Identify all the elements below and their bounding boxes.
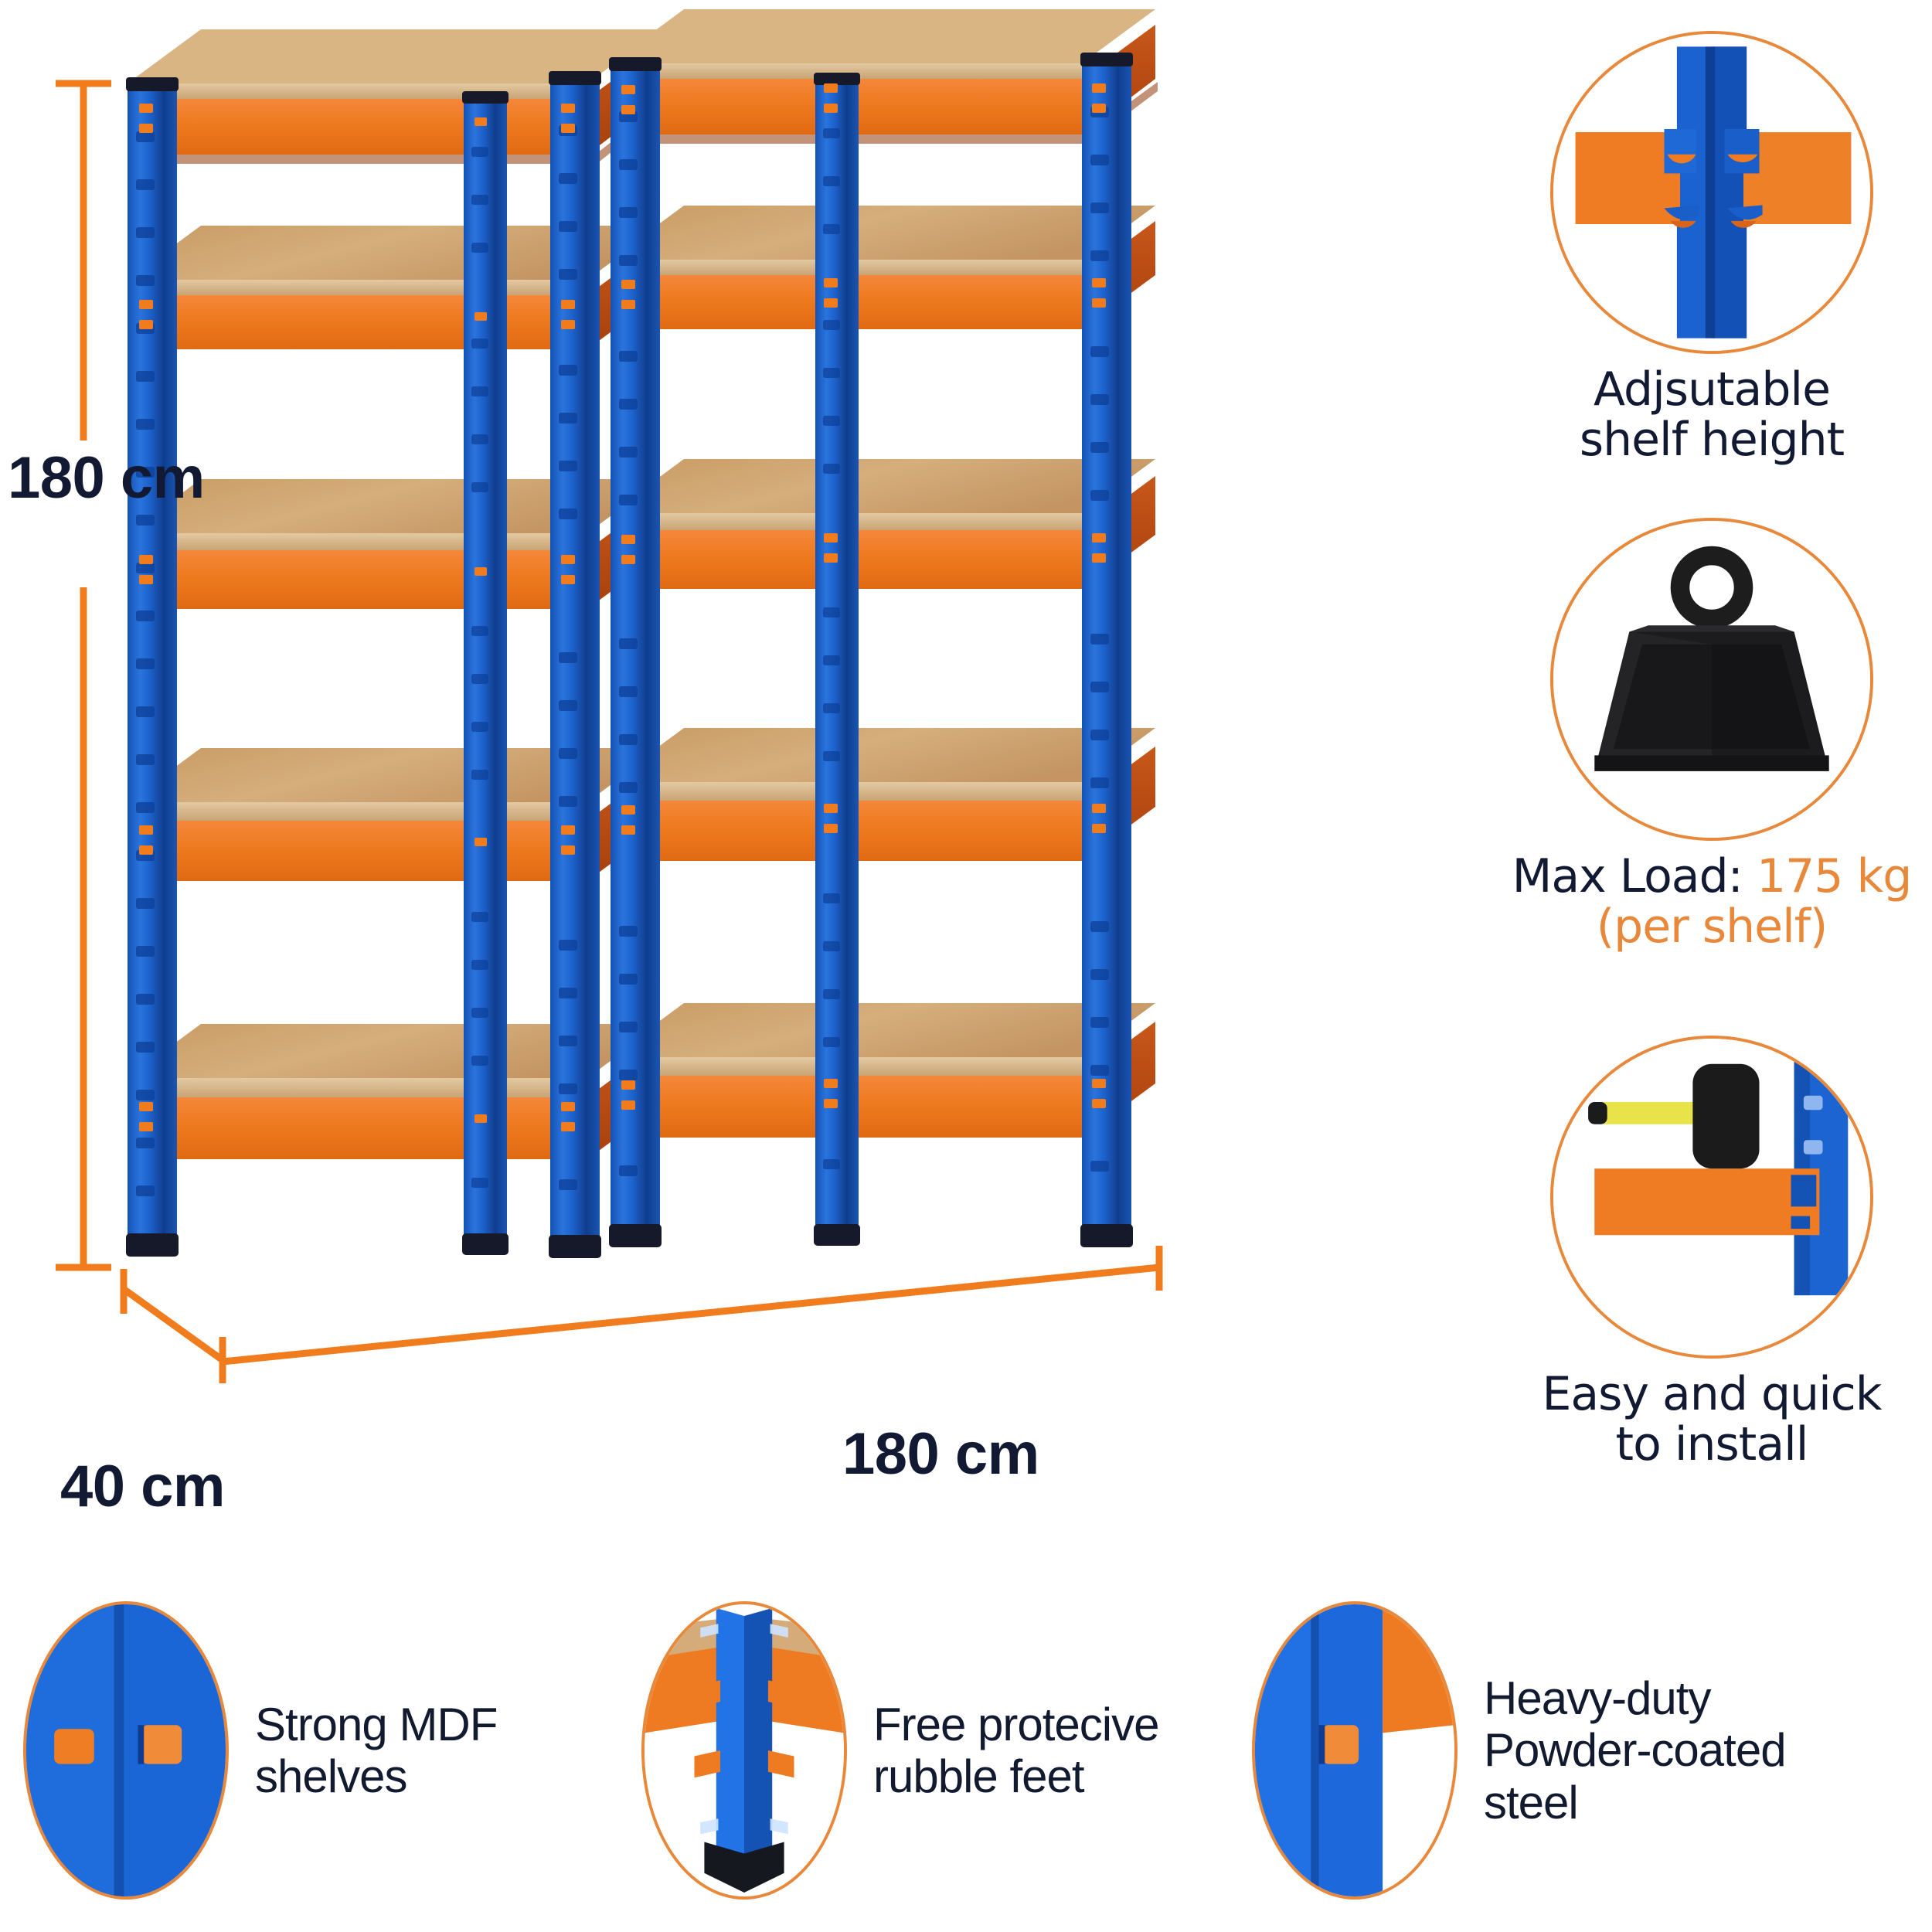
feature-caption-line: to install	[1615, 1417, 1809, 1471]
feature-image-circle	[1550, 518, 1873, 841]
upright-post	[126, 77, 179, 1257]
feature-easy-install: Easy and quick to install	[1492, 1036, 1932, 1470]
feature-callouts-right: Adjsutable shelf height Max Load: 175 kg	[1492, 0, 1932, 1569]
shelf-level-bottom-right	[611, 1003, 1155, 1138]
corner-post-foot-icon	[645, 1604, 844, 1896]
dimension-width-label: 180 cm	[842, 1421, 1039, 1487]
feature-protective-feet: Free protecive rubble feet	[641, 1569, 1159, 1932]
upright-post	[462, 91, 509, 1255]
shelf-level-top-right	[611, 9, 1158, 144]
feature-callouts-bottom: Strong MDF shelves	[0, 1569, 1932, 1932]
feature-caption-line: steel	[1484, 1776, 1579, 1828]
feature-image-circle	[1550, 1036, 1873, 1359]
feature-caption-line: Strong MDF	[255, 1698, 498, 1750]
powder-coated-post-icon	[1255, 1604, 1454, 1896]
feature-adjustable-shelf-height: Adjsutable shelf height	[1492, 31, 1932, 465]
weight-block-icon	[1553, 521, 1870, 838]
right-bay	[611, 9, 1158, 1138]
blue-upright-slots-icon	[26, 1604, 226, 1896]
shelf-beam-clip-icon	[1553, 34, 1870, 351]
feature-caption: Heavy-duty Powder-coated steel	[1484, 1672, 1787, 1828]
beam-clip-icon	[139, 83, 1106, 1131]
feature-caption: Free protecive rubble feet	[873, 1699, 1159, 1802]
max-load-prefix: Max Load:	[1512, 849, 1757, 903]
shelf-level-3-right	[611, 459, 1155, 589]
feature-caption-line: Max Load: 175 kg	[1492, 852, 1932, 902]
max-load-sub: (per shelf)	[1596, 899, 1828, 954]
feature-caption-line: shelves	[255, 1750, 407, 1802]
feature-caption-line: Free protecive	[873, 1698, 1159, 1750]
feature-image-circle	[1252, 1601, 1458, 1900]
feature-caption-line: Adjsutable	[1594, 362, 1831, 417]
feature-powder-coated-steel: Heavy-duty Powder-coated steel	[1252, 1569, 1787, 1932]
dimension-height-label: 180 cm	[8, 445, 205, 511]
feature-caption-line: shelf height	[1579, 412, 1845, 467]
shelf-level-4-right	[611, 728, 1155, 861]
dimension-lines	[56, 80, 1163, 1383]
rubber-mallet-icon	[1553, 1039, 1870, 1355]
feature-caption-line: rubble feet	[873, 1750, 1085, 1802]
feature-image-circle	[23, 1601, 229, 1900]
upright-post	[609, 57, 662, 1247]
feature-caption-line: Easy and quick	[1542, 1367, 1883, 1421]
feature-caption-line: Powder-coated	[1484, 1724, 1787, 1777]
feature-caption: Easy and quick to install	[1492, 1369, 1932, 1470]
feature-caption: Max Load: 175 kg (per shelf)	[1492, 852, 1932, 952]
feature-max-load: Max Load: 175 kg (per shelf)	[1492, 518, 1932, 952]
feature-image-circle	[1550, 31, 1873, 354]
feature-image-circle	[641, 1601, 847, 1900]
upright-post	[1080, 53, 1133, 1247]
feature-strong-mdf-shelves: Strong MDF shelves	[23, 1569, 498, 1932]
max-load-value: 175 kg	[1756, 849, 1912, 903]
shelf-level-2-right	[611, 206, 1155, 329]
upright-post	[549, 71, 601, 1258]
upright-post	[814, 73, 860, 1246]
shelving-units-svg	[56, 9, 1163, 1383]
feature-caption-line: Heavy-duty	[1484, 1672, 1711, 1725]
dimension-depth-label: 40 cm	[60, 1454, 226, 1519]
feature-caption: Adjsutable shelf height	[1492, 365, 1932, 465]
product-illustration: 180 cm 40 cm 180 cm	[8, 9, 1163, 1519]
feature-caption: Strong MDF shelves	[255, 1698, 498, 1802]
